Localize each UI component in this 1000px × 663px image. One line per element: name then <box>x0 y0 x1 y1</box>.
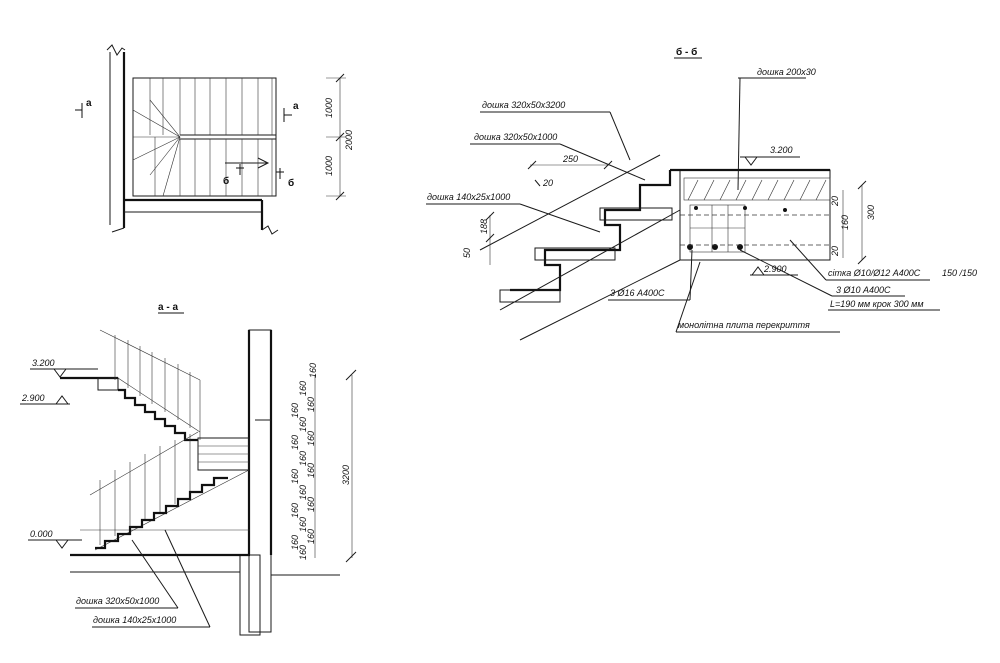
label-board-320: дошка 320х50х1000 <box>76 596 159 606</box>
label-slab: монолітна плита перекриття <box>678 320 810 330</box>
level-3200-aa: 3.200 <box>32 358 55 368</box>
level-2900-bb: 2.900 <box>763 264 787 274</box>
riser-dim: 160 <box>290 403 300 418</box>
dim-50: 50 <box>462 248 472 258</box>
cut-b-label-left: б <box>223 175 229 187</box>
riser-dim: 160 <box>290 469 300 484</box>
label-board-140: дошка 140х25х1000 <box>93 615 176 625</box>
plan-dim-total: 2000 <box>344 130 354 151</box>
dim-tread: 250 <box>562 154 578 164</box>
section-aa-title: а - а <box>158 302 178 313</box>
label-mesh: сітка Ø10/Ø12 А400С <box>828 268 921 278</box>
riser-dim: 160 <box>298 417 308 432</box>
total-height-dim: 3200 <box>341 465 351 485</box>
riser-dim: 160 <box>306 431 316 446</box>
riser-dim: 160 <box>298 545 308 560</box>
dim-gap-20: 20 <box>542 178 553 188</box>
riser-dim: 160 <box>298 517 308 532</box>
riser-dim: 160 <box>306 463 316 478</box>
dim-slab-20-bot: 20 <box>830 246 840 257</box>
riser-dim: 160 <box>306 497 316 512</box>
riser-dim: 160 <box>298 381 308 396</box>
label-rebar-3-16: 3 Ø16 А400С <box>610 288 665 298</box>
stair-plan: а а б б 1000 2000 1000 <box>75 44 354 235</box>
dim-slab-20-top: 20 <box>830 196 840 207</box>
cut-b-label-right: б <box>288 177 294 189</box>
label-board-200x30: дошка 200х30 <box>757 67 816 77</box>
label-rebar-length: L=190 мм крок 300 мм <box>830 299 924 309</box>
plan-dim-bottom: 1000 <box>324 156 334 176</box>
section-bb-title: б - б <box>676 46 697 58</box>
level-3200-bb: 3.200 <box>770 145 793 155</box>
riser-dim: 160 <box>298 451 308 466</box>
dim-slab-160: 160 <box>840 215 850 230</box>
plan-dim-top: 1000 <box>324 98 334 118</box>
label-rebar-3-10: 3 Ø10 А400С <box>836 285 891 295</box>
riser-dim: 160 <box>290 435 300 450</box>
riser-dim: 160 <box>306 529 316 544</box>
dim-188: 188 <box>479 219 489 234</box>
cut-a-label-left: а <box>86 98 92 109</box>
level-2900-aa: 2.900 <box>21 393 45 403</box>
section-aa: а - а <box>20 302 357 636</box>
level-0000-aa: 0.000 <box>30 529 53 539</box>
label-board-320x50x3200: дошка 320х50х3200 <box>482 100 565 110</box>
label-board-320x50x1000: дошка 320х50х1000 <box>474 132 557 142</box>
riser-dim: 160 <box>308 363 318 378</box>
riser-dims: 160 160 160 160 160 160 160 160 160 160 … <box>290 363 318 560</box>
cut-a-label-right: а <box>293 101 299 112</box>
label-board-140x25x1000: дошка 140х25х1000 <box>427 192 510 202</box>
riser-dim: 160 <box>306 397 316 412</box>
section-bb: б - б <box>426 46 977 341</box>
riser-dim: 160 <box>298 485 308 500</box>
riser-dim: 160 <box>290 503 300 518</box>
riser-dim: 160 <box>290 535 300 550</box>
label-mesh-step: 150 /150 <box>942 268 977 278</box>
dim-slab-300: 300 <box>866 205 876 220</box>
